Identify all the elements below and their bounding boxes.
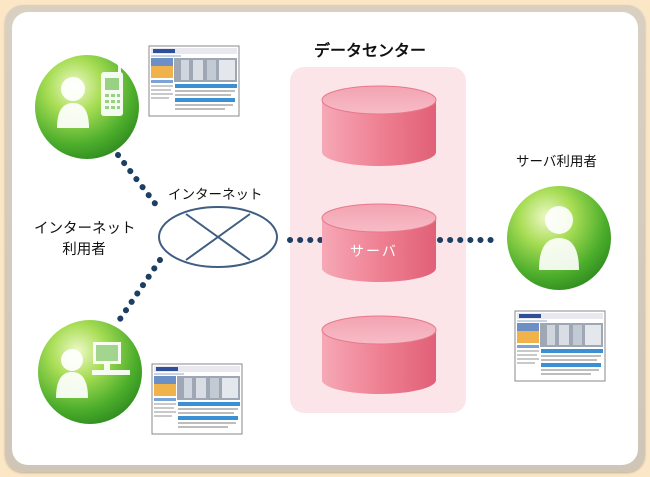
server-label: サーバ — [350, 244, 398, 260]
database-icon-top — [321, 85, 437, 166]
user-mobile-icon — [35, 55, 139, 159]
connection-top-user — [115, 152, 163, 213]
connection-dots — [115, 152, 503, 325]
internet-users-label: インターネット 利用者 — [34, 219, 136, 261]
database-icon-bottom — [321, 315, 437, 394]
internet-users-line1: インターネット — [34, 221, 136, 237]
website-screenshot-top — [148, 45, 240, 117]
internet-users-line2: 利用者 — [62, 242, 106, 258]
server-user-icon — [507, 186, 611, 290]
website-screenshot-right — [514, 310, 606, 382]
connection-bottom-user — [115, 257, 163, 325]
website-screenshot-bottom — [151, 363, 243, 435]
server-users-label: サーバ利用者 — [516, 154, 597, 170]
datacenter-title: データセンター — [314, 41, 427, 60]
internet-icon — [158, 206, 278, 268]
user-computer-icon — [38, 320, 142, 424]
internet-label: インターネット — [168, 187, 263, 203]
database-icon-middle — [321, 203, 437, 282]
